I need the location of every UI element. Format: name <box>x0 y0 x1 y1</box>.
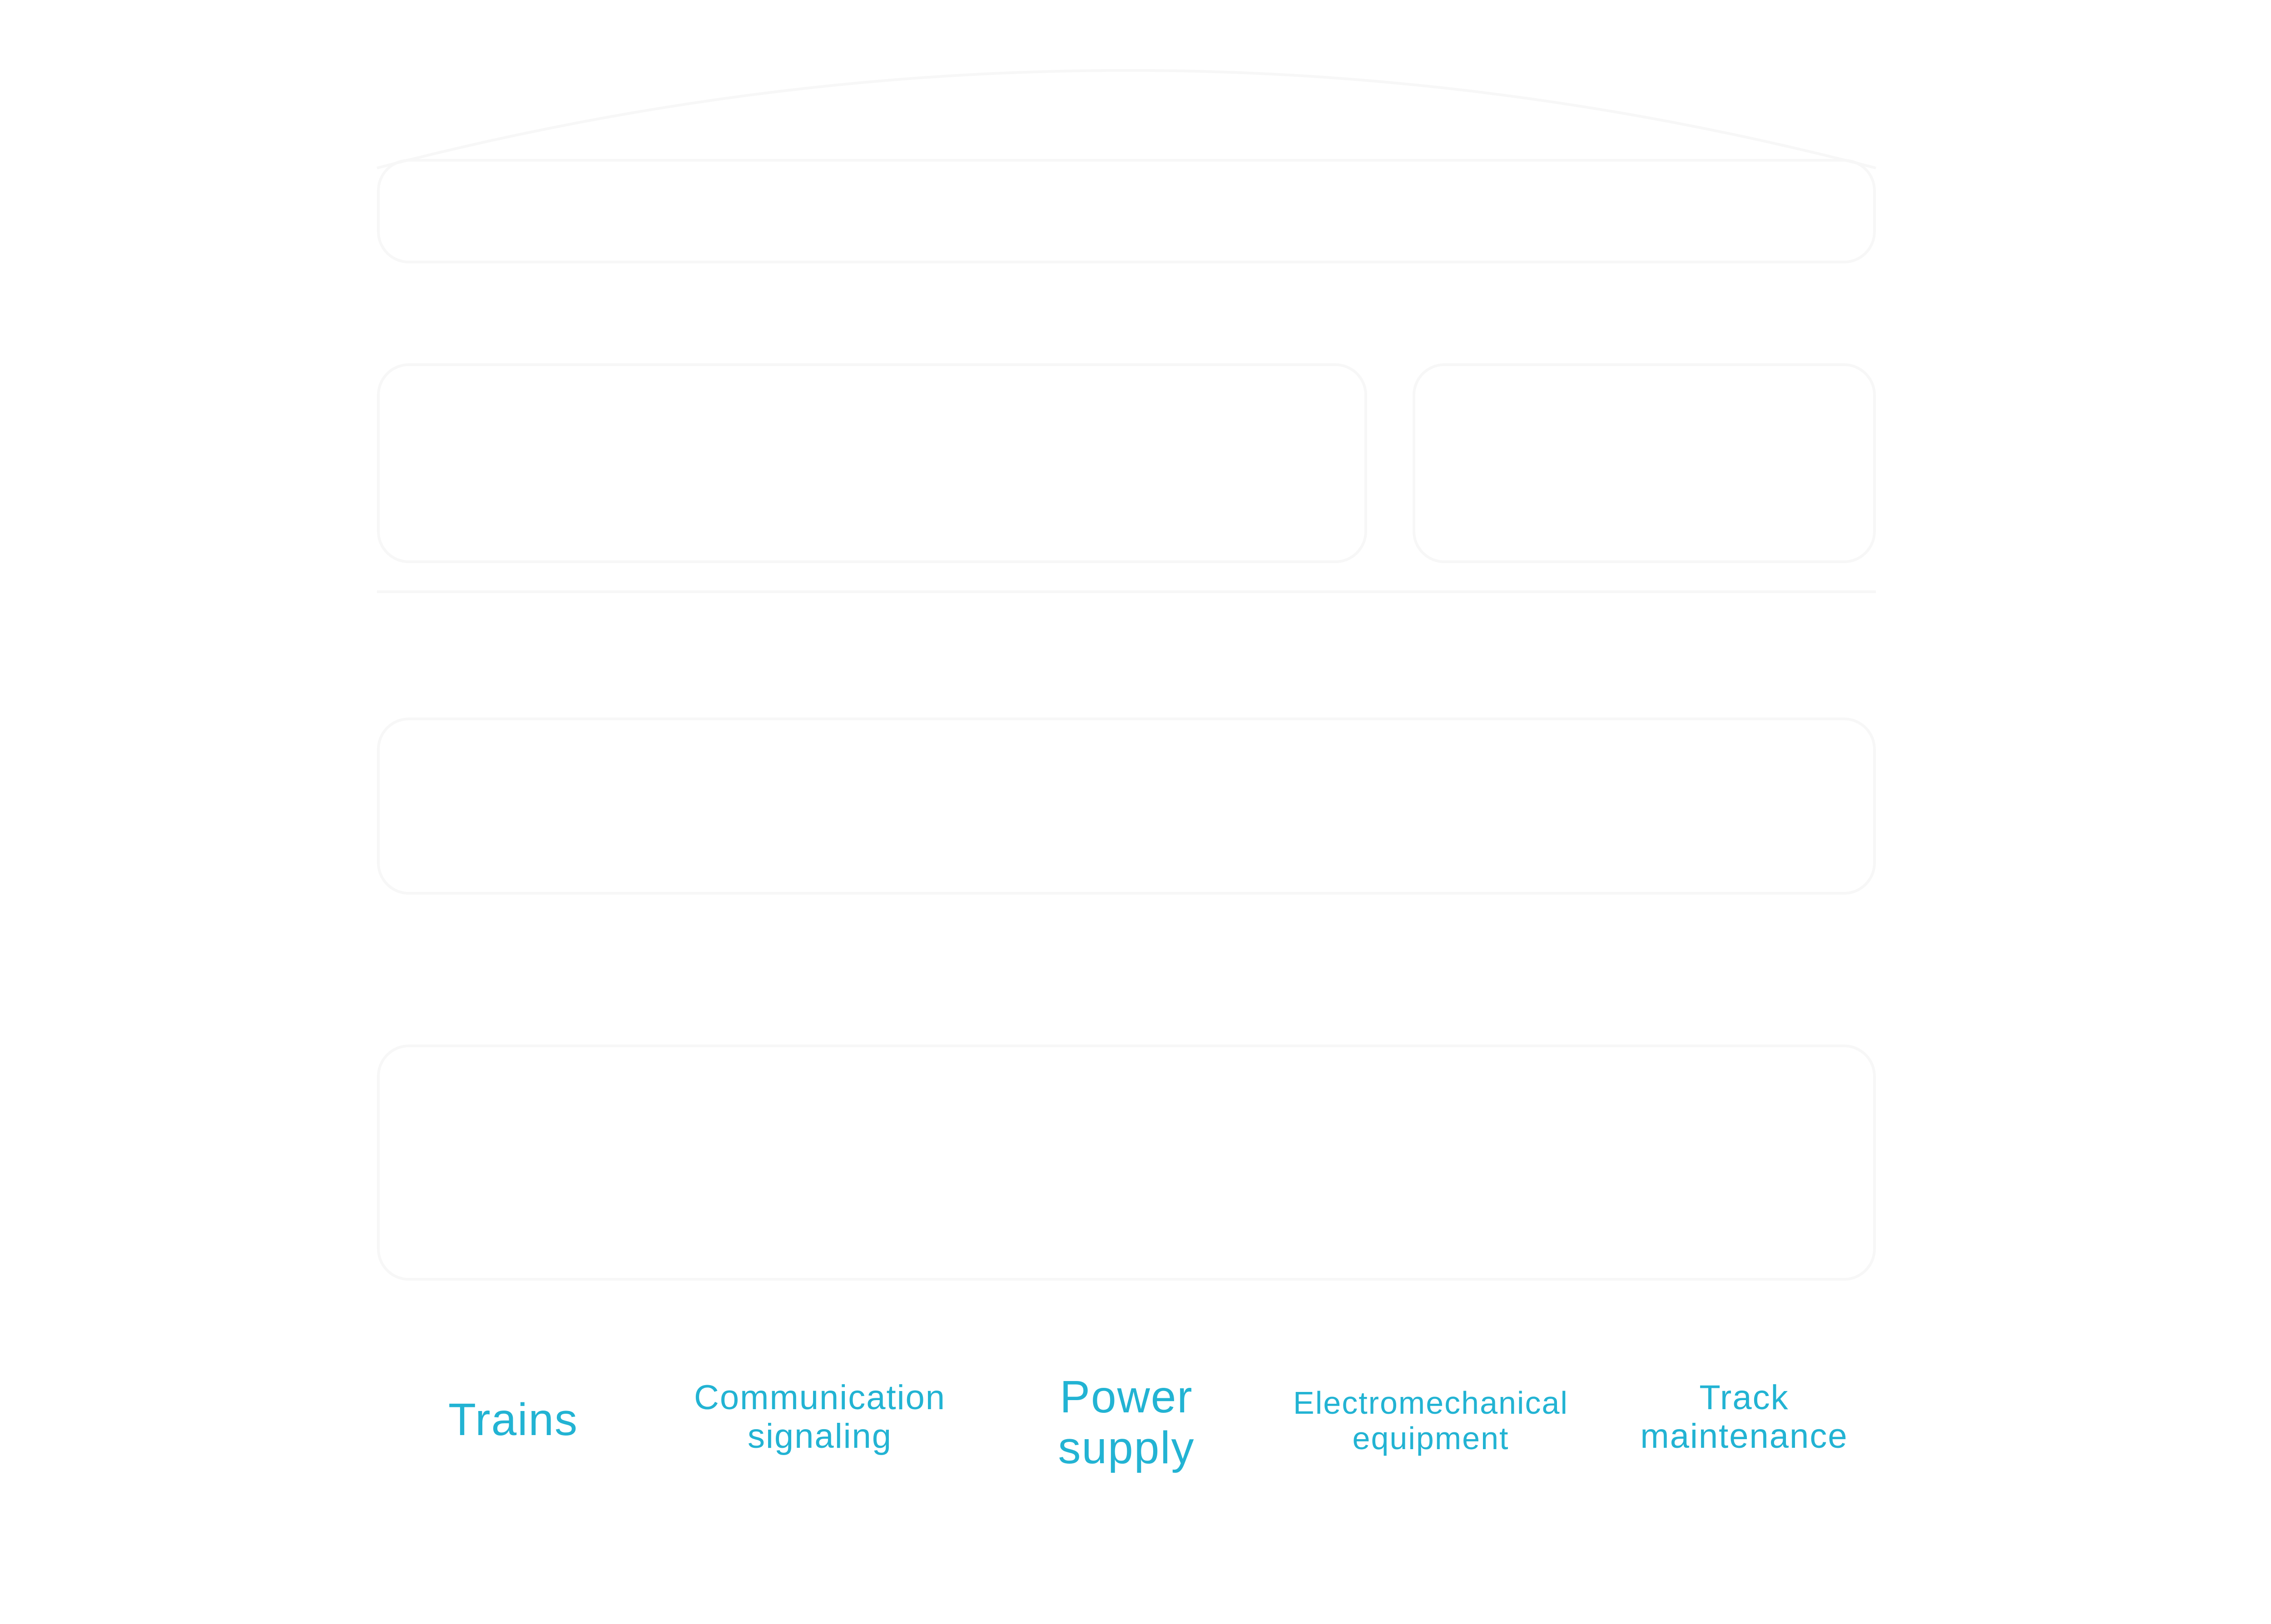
left-module-outline <box>377 363 1367 563</box>
bottom-panel-outline <box>377 1045 1876 1281</box>
divider-line-1 <box>377 590 1876 593</box>
label-communication-signaling: Communication signaling <box>694 1378 946 1456</box>
label-trains: Trains <box>448 1394 579 1445</box>
label-track-maintenance: Track maintenance <box>1640 1378 1848 1456</box>
label-electromechanical-equipment: Electromechanical equipment <box>1293 1385 1568 1456</box>
middle-panel-outline <box>377 718 1876 895</box>
label-power-supply: Power supply <box>1058 1371 1195 1473</box>
top-panel-outline <box>377 159 1876 263</box>
right-module-outline <box>1413 363 1876 563</box>
